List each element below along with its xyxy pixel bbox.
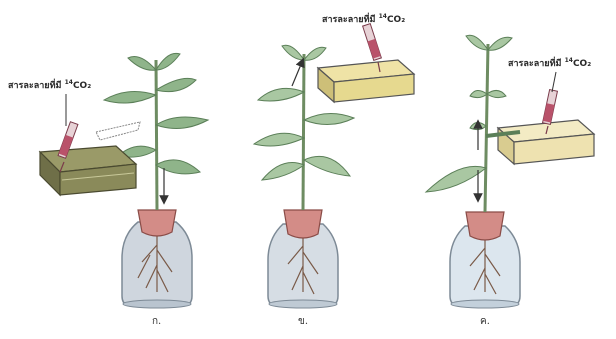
- stem-c: [485, 44, 488, 212]
- label-solution-c: สารละลายที่มี 14CO₂: [508, 56, 591, 69]
- stopper-c: [466, 212, 504, 240]
- stopper-b: [284, 210, 322, 238]
- solution-box-b: [318, 60, 414, 102]
- stopper-a: [138, 210, 176, 236]
- leaves-c: [426, 35, 512, 192]
- panel-c: สารละลายที่มี 14CO₂ ค.: [426, 35, 594, 327]
- caption-c: ค.: [480, 316, 490, 327]
- label-solution-a: สารละลายที่มี 14CO₂: [8, 78, 91, 91]
- solution-box-c: [486, 120, 594, 164]
- caption-b: ข.: [298, 316, 308, 327]
- stem-a: [156, 60, 157, 210]
- solution-box-a: [40, 146, 136, 195]
- panel-b: สารละลายที่มี 14CO₂ ข.: [254, 12, 414, 327]
- stem-b: [303, 54, 304, 210]
- enclosed-leaf-a: [96, 122, 140, 140]
- label-solution-b: สารละลายที่มี 14CO₂: [322, 12, 405, 25]
- panel-a: สารละลายที่มี 14CO₂ ก.: [8, 53, 208, 327]
- caption-a: ก.: [152, 316, 161, 327]
- arrow-up-b: [292, 62, 302, 86]
